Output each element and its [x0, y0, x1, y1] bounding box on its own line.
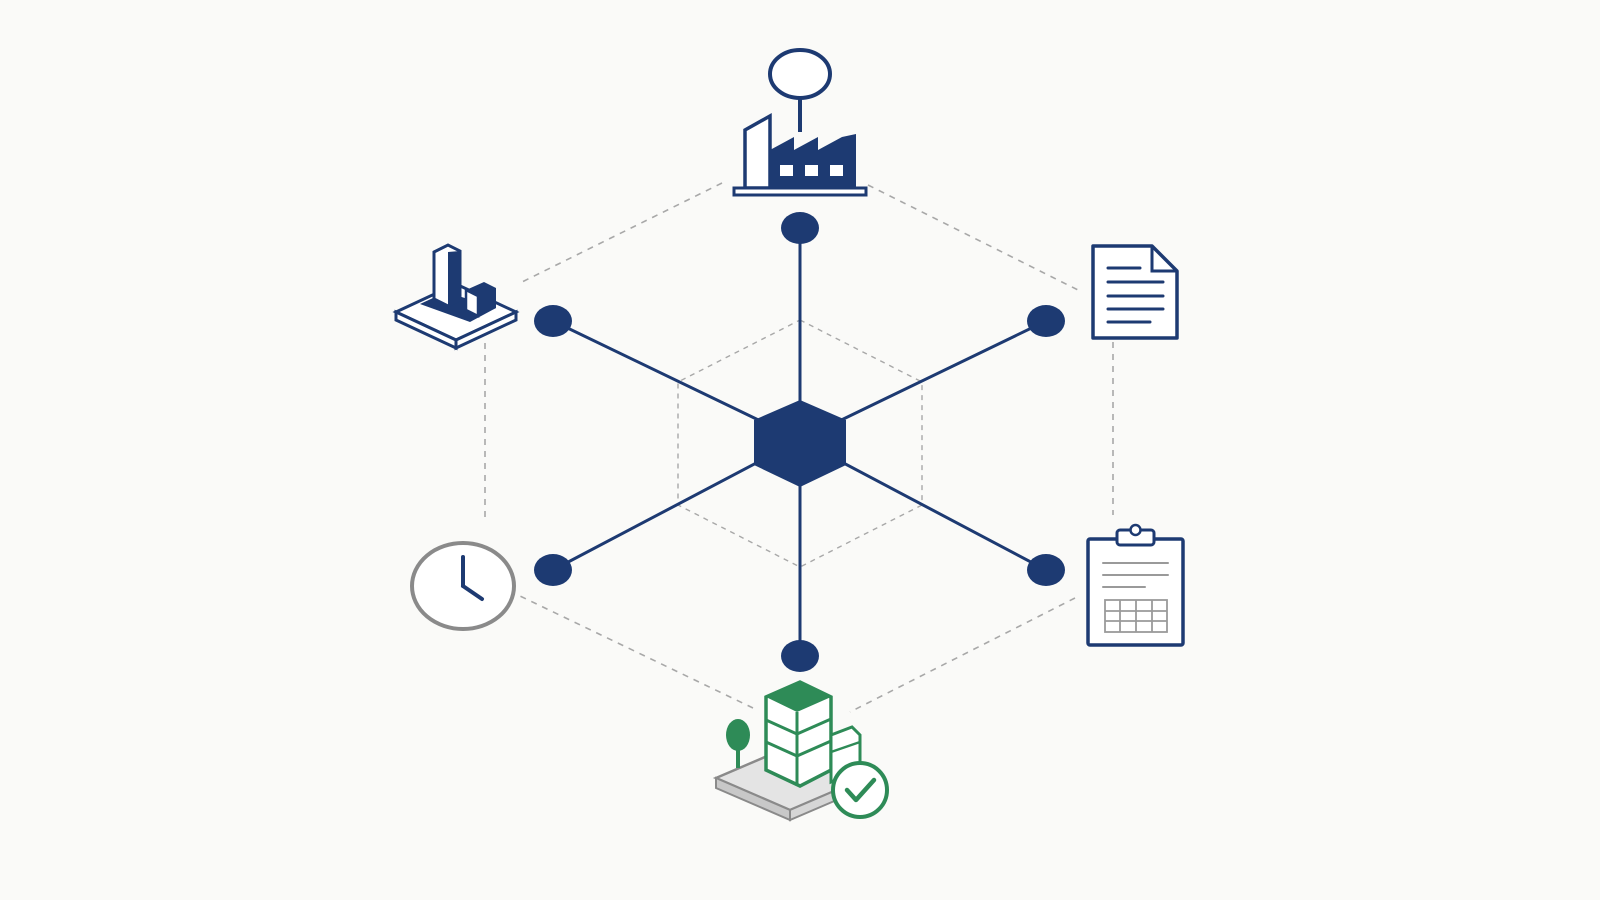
isometric-structure-icon — [392, 243, 520, 351]
green-building-check-icon — [712, 680, 889, 822]
factory-icon — [732, 48, 868, 197]
node-upper-right — [1027, 305, 1065, 337]
outer-dashed-hexagon — [484, 182, 1114, 713]
hub-hexagon — [754, 400, 846, 487]
clock-icon — [410, 541, 516, 631]
node-top — [781, 212, 819, 244]
node-upper-left — [534, 305, 572, 337]
spoke-nodes — [534, 212, 1065, 672]
node-lower-left — [534, 554, 572, 586]
node-lower-right — [1027, 554, 1065, 586]
clipboard-icon — [1086, 523, 1185, 647]
document-icon — [1091, 244, 1179, 340]
node-bottom — [781, 640, 819, 672]
